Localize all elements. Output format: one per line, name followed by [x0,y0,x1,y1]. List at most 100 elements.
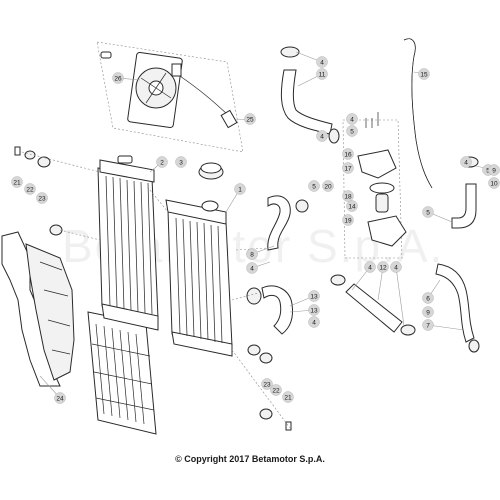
callout-9: 9 [422,306,434,318]
hose-clamp-right [328,128,340,144]
bolt-upper [14,146,21,156]
callout-label: 25 [246,116,254,123]
callout-label: 4 [250,265,254,272]
callout-label: 24 [56,395,64,402]
overflow-hose [403,38,433,189]
callout-label: 20 [324,183,332,190]
fan-wire [179,75,229,116]
callout-circle [308,304,320,316]
callout-circle [342,162,354,174]
callout-label: 3 [179,159,183,166]
callout-label: 6 [426,295,430,302]
hose-clamp-right-bottom [400,324,416,336]
callout-17: 17 [342,162,354,174]
callout-label: 21 [13,179,21,186]
callout-4: 4 [316,56,328,68]
callout-circle [246,262,258,274]
callout-circle [342,148,354,160]
callout-circle [282,391,294,403]
right-lower-hose [435,263,480,353]
callout-circle [422,206,434,218]
callout-10: 10 [488,177,500,189]
callout-circle [308,316,320,328]
right-radiator-core [167,209,233,347]
thermostat-assembly [342,112,407,259]
middle-hose-body [267,195,291,251]
callout-13: 13 [308,304,320,316]
callout-14: 14 [346,200,358,212]
mounting-hardware [14,146,292,431]
callout-label: 10 [490,180,498,187]
callout-circle [54,392,66,404]
callout-circle [346,200,358,212]
callout-20: 20 [322,180,334,192]
thermostat-housing-bottom [367,215,407,247]
right-radiator [165,199,233,357]
callout-circle [316,130,328,142]
callout-5: 5 [422,206,434,218]
callout-21: 21 [11,176,23,188]
callout-label: 1 [238,186,242,193]
thermostat-o-ring [369,182,395,194]
rubber-mid [49,224,63,236]
shroud-inner [25,243,75,381]
rubber-upper [37,156,51,168]
callout-circle [422,319,434,331]
callout-label: 4 [368,264,372,271]
callout-15: 15 [418,68,430,80]
callout-label: 13 [310,307,318,314]
callout-5: 5 [308,180,320,192]
overflow-hose-inner [403,38,433,189]
callout-circle [316,56,328,68]
callout-label: 4 [350,116,354,123]
thermostat-valve [375,193,389,213]
callout-numbers: 1234444444445555678991011121313141516171… [11,56,500,404]
callout-label: 17 [344,165,352,172]
rubber-lower-b [247,344,261,356]
callout-circle [234,183,246,195]
left-radiator-neck [117,155,133,164]
callout-circle [308,180,320,192]
callout-circle [422,292,434,304]
callout-circle [36,192,48,204]
alignment-lines [21,151,291,429]
callout-label: 11 [319,71,326,78]
rubber-lower-c [259,408,273,420]
callout-22: 22 [24,183,36,195]
left-radiator-bottom-tank [101,303,159,331]
callout-circle [24,183,36,195]
callout-circle [112,72,124,84]
callout-circle [342,190,354,202]
callout-circle [322,180,334,192]
straight-hose [330,274,416,336]
radiator-grille [87,311,157,435]
right-lower-hose-body [435,263,475,343]
left-radiator-core [97,167,159,319]
callout-label: 2 [160,159,164,166]
upper-hose [280,46,340,144]
callout-label: 5 [486,167,490,174]
callout-6: 6 [422,292,434,304]
hose-clamp-left [330,274,346,286]
callout-12: 12 [377,261,389,273]
callout-label: 26 [114,75,122,82]
callout-11: 11 [316,68,328,80]
hose-clamp-lower [246,287,262,305]
callout-label: 22 [272,387,280,394]
callout-circle [390,261,402,273]
right-elbow-hose-body [451,183,477,229]
callout-23: 23 [36,192,48,204]
callout-24: 24 [54,392,66,404]
callout-23: 23 [261,378,273,390]
callout-label: 4 [464,159,468,166]
callout-label: 21 [284,394,292,401]
callout-circle [156,156,168,168]
callout-circle [270,384,282,396]
callout-label: 5 [312,183,316,190]
hose-clamp-end [468,339,480,353]
callout-4: 4 [390,261,402,273]
callout-label: 7 [426,322,430,329]
callout-1: 1 [234,183,246,195]
callout-circle [175,156,187,168]
